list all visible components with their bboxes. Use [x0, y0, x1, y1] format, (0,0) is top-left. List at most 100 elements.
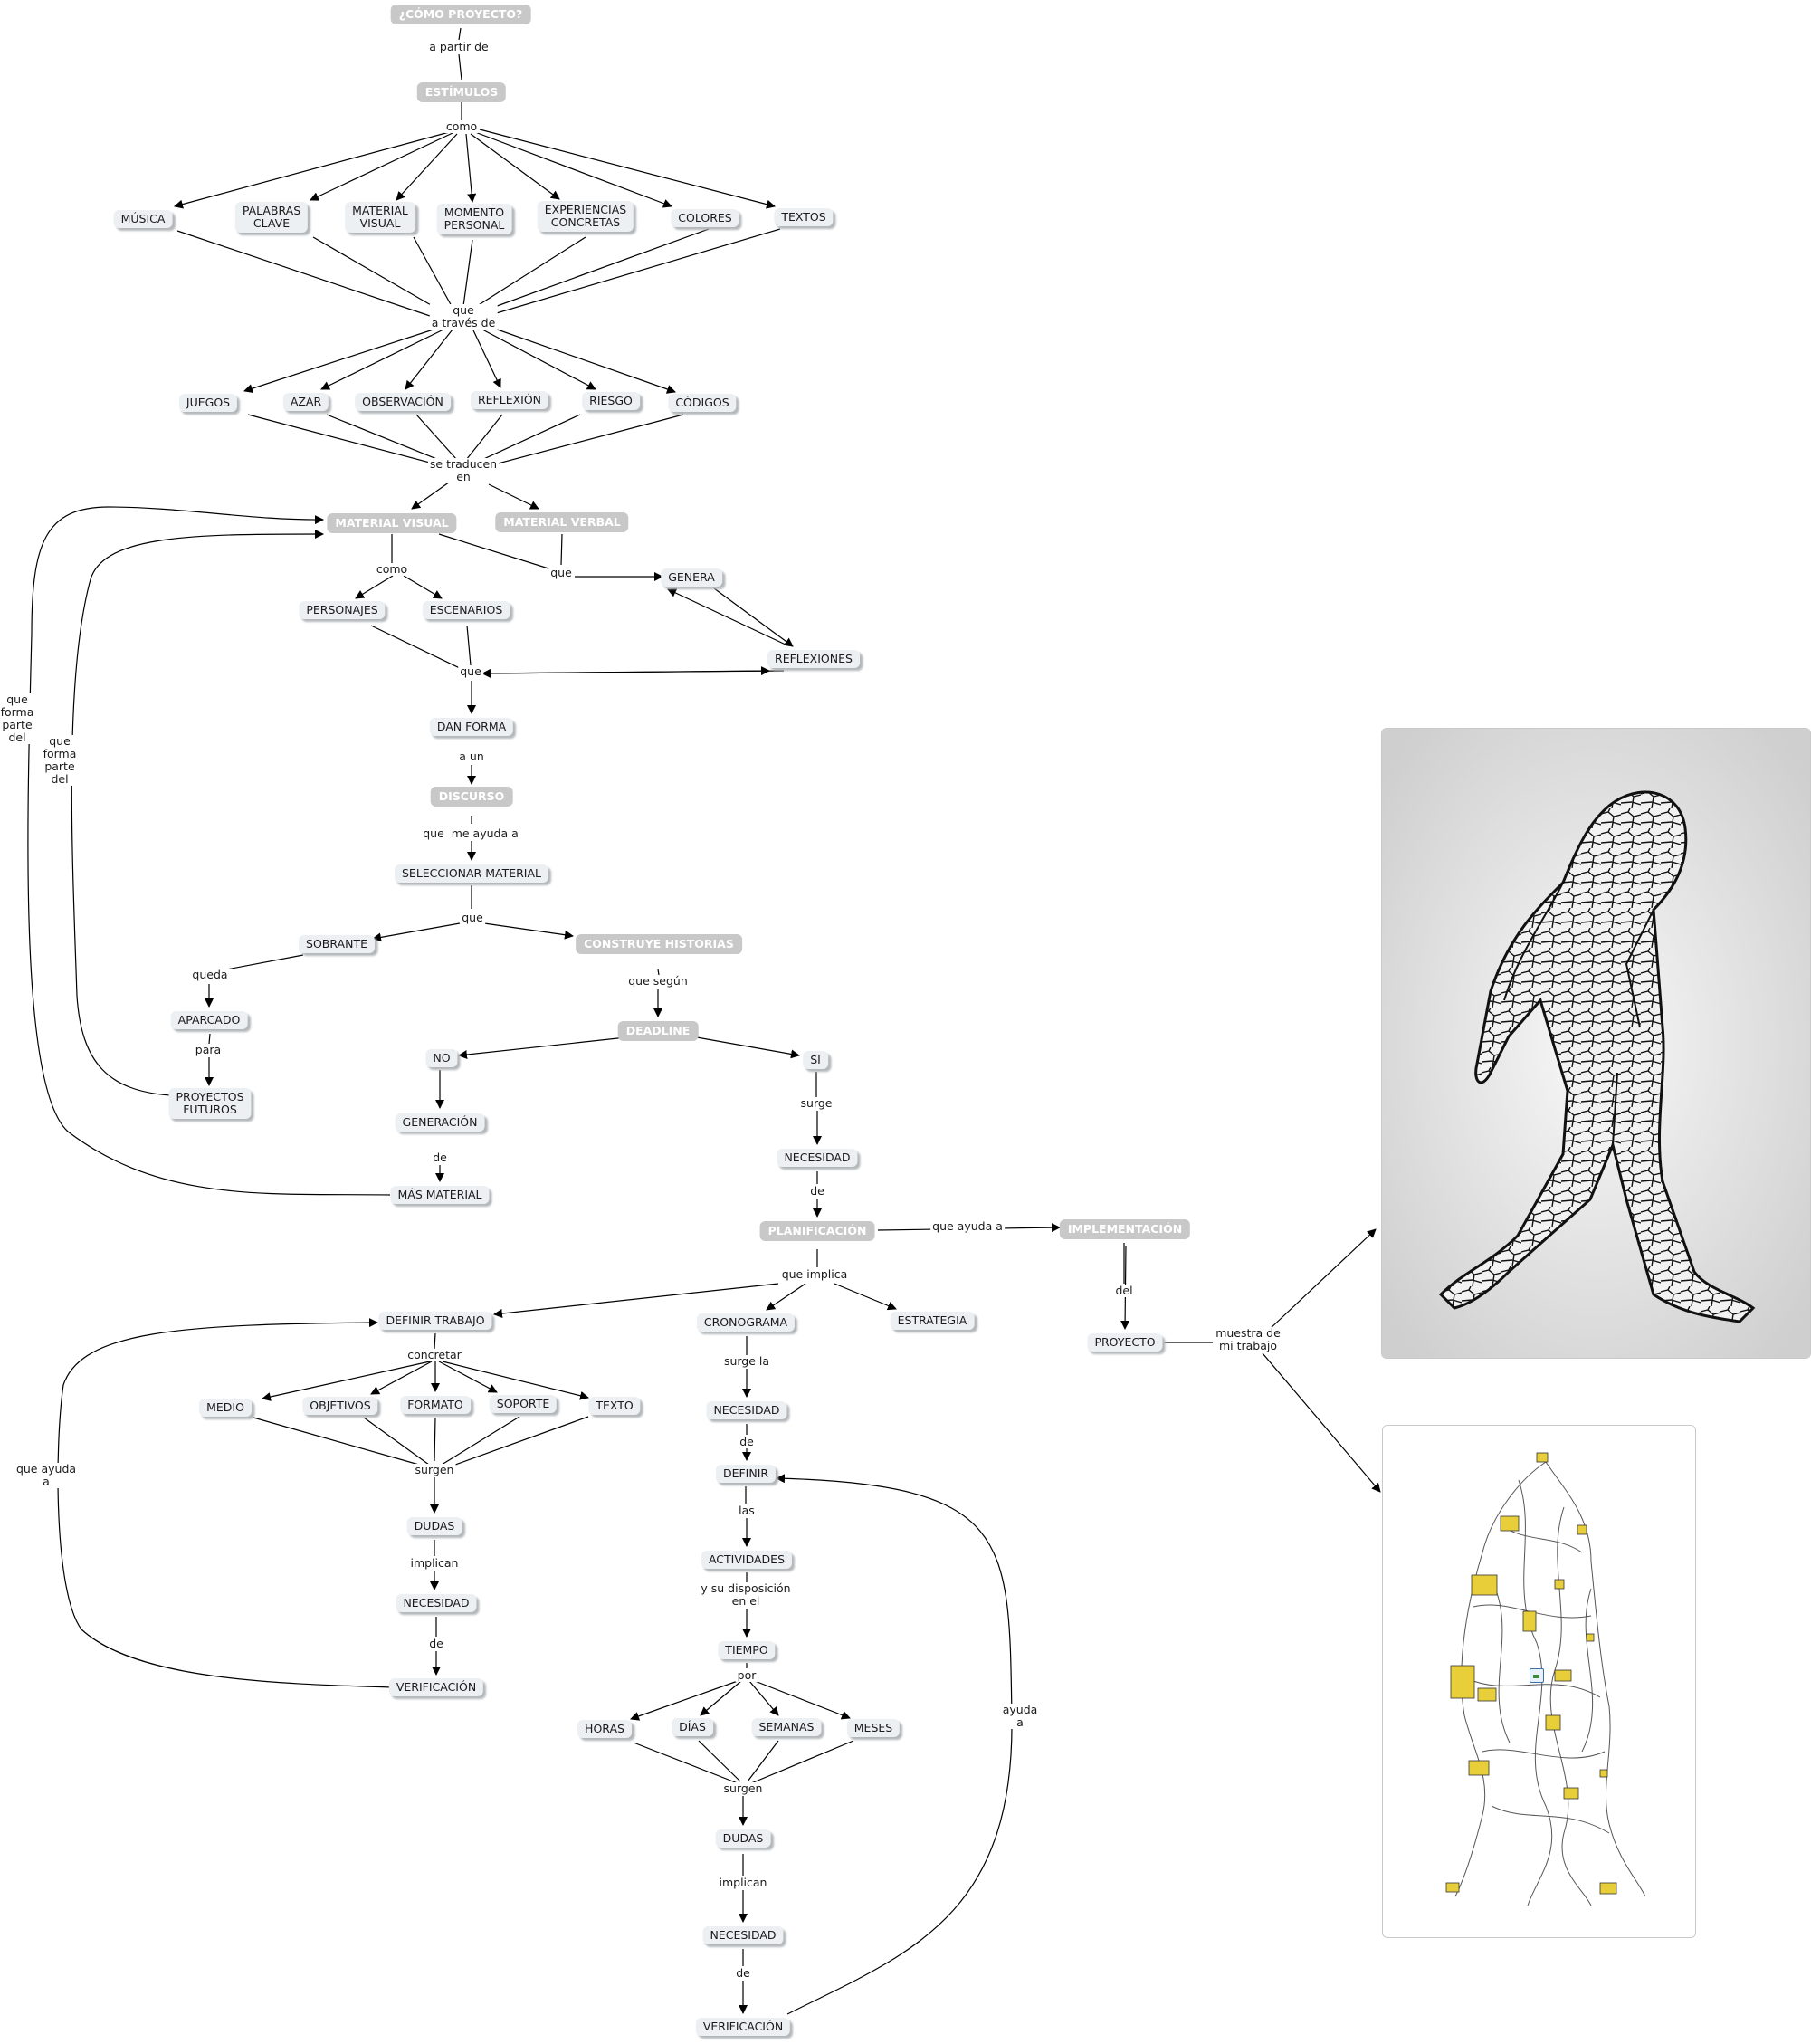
concept-dan-forma[interactable]: DAN FORMA [429, 718, 514, 736]
link-label-como1: como [443, 119, 480, 133]
concept-textos[interactable]: TEXTOS [774, 208, 834, 226]
concept-observacion[interactable]: OBSERVACIÓN [355, 393, 451, 411]
connector-arrow-57 [243, 327, 440, 393]
concept-cronograma[interactable]: CRONOGRAMA [696, 1313, 796, 1332]
concept-colores[interactable]: COLORES [671, 209, 739, 227]
concept-mas-material[interactable]: MÁS MATERIAL [390, 1186, 490, 1204]
cracked-walking-figure-image [1382, 729, 1810, 1358]
concept-personajes[interactable]: PERSONAJES [299, 601, 386, 619]
connector-arrow-88 [1267, 1228, 1377, 1332]
concept-estimulos[interactable]: ESTÍMULOS [416, 82, 507, 102]
link-label-que-traves: que a través de [429, 303, 498, 330]
connector-line-20 [466, 625, 472, 666]
concept-juegos[interactable]: JUEGOS [178, 394, 238, 412]
connector-line-4 [312, 236, 444, 313]
concept-seleccionar[interactable]: SELECCIONAR MATERIAL [394, 864, 549, 883]
connector-arrow-96 [438, 1361, 498, 1393]
concept-deadline[interactable]: DEADLINE [617, 1021, 699, 1041]
concept-necesidad1[interactable]: NECESIDAD [777, 1149, 858, 1167]
concept-genera[interactable]: GENERA [661, 568, 722, 587]
connector-line-46 [747, 1740, 779, 1782]
concept-reflexion[interactable]: REFLEXIÓN [470, 391, 549, 409]
concept-definir[interactable]: DEFINIR [715, 1465, 777, 1483]
connector-arrow-97 [442, 1361, 589, 1400]
connector-arrow-61 [481, 329, 596, 390]
concept-reflexiones[interactable]: REFLEXIONES [767, 650, 860, 668]
connector-arrow-60 [472, 330, 501, 388]
concept-necesidad-l[interactable]: NECESIDAD [396, 1594, 477, 1612]
connector-line-32 [253, 1417, 426, 1467]
concept-dias[interactable]: DÍAS [672, 1718, 713, 1736]
connector-line-47 [750, 1740, 854, 1784]
connector-line-14 [477, 414, 581, 463]
concept-necesidad-r[interactable]: NECESIDAD [702, 1926, 784, 1944]
concept-construye[interactable]: CONSTRUYE HISTORIAS [576, 934, 742, 954]
connector-arrow-63 [411, 479, 453, 510]
concept-objetivos[interactable]: OBJETIVOS [302, 1397, 378, 1415]
concept-planificacion[interactable]: PLANIFICACIÓN [759, 1221, 875, 1241]
link-label-de1: de [431, 1151, 449, 1164]
link-label-que3: que [460, 911, 485, 924]
concept-proyecto[interactable]: PROYECTO [1087, 1333, 1163, 1352]
concept-formato[interactable]: FORMATO [400, 1396, 471, 1414]
link-label-por: por [735, 1668, 758, 1682]
concept-actividades[interactable]: ACTIVIDADES [701, 1551, 793, 1569]
connector-line-13 [465, 414, 503, 461]
concept-material-visual[interactable]: MATERIAL VISUAL [327, 513, 457, 533]
concept-no[interactable]: NO [425, 1049, 458, 1067]
concept-tiempo[interactable]: TIEMPO [718, 1641, 776, 1659]
concept-material-visual-s[interactable]: MATERIAL VISUAL [345, 202, 415, 233]
concept-palabras[interactable]: PALABRAS CLAVE [234, 202, 309, 233]
connector-arrow-81 [696, 1036, 800, 1059]
concept-codigos[interactable]: CÓDIGOS [668, 394, 737, 412]
concept-necesidad2[interactable]: NECESIDAD [706, 1401, 787, 1419]
concept-sobrante[interactable]: SOBRANTE [299, 935, 375, 953]
concept-azar[interactable]: AZAR [282, 393, 329, 411]
connector-arrow-58 [320, 329, 444, 390]
concept-como-proyecto[interactable]: ¿CÓMO PROYECTO? [390, 5, 531, 24]
connector-arrow-106 [700, 1680, 742, 1716]
concept-discurso[interactable]: DISCURSO [430, 787, 513, 807]
concept-escenarios[interactable]: ESCENARIOS [422, 601, 510, 619]
concept-estrategia[interactable]: ESTRATEGIA [890, 1312, 975, 1330]
concept-material-verbal[interactable]: MATERIAL VERBAL [495, 512, 629, 532]
concept-implementacion[interactable]: IMPLEMENTACIÓN [1059, 1219, 1191, 1239]
connector-arrow-68 [713, 587, 794, 647]
connector-arrow-52 [396, 133, 458, 201]
connector-arrow-56 [479, 129, 776, 209]
connector-line-12 [415, 414, 458, 461]
concept-verificacion-l[interactable]: VERIFICACIÓN [388, 1678, 484, 1696]
concept-momento[interactable]: MOMENTO PERSONAL [436, 204, 512, 234]
concept-dudas-l[interactable]: DUDAS [406, 1517, 462, 1535]
concept-experiencias[interactable]: EXPERIENCIAS CONCRETAS [537, 201, 634, 232]
link-label-que-ayuda-a: que ayuda a [930, 1219, 1005, 1233]
connector-arrow-53 [465, 133, 477, 203]
image-link-icon[interactable] [1530, 1668, 1544, 1683]
concept-si[interactable]: SI [803, 1051, 828, 1069]
concept-riesgo[interactable]: RIESGO [582, 392, 640, 410]
connector-curve-113 [71, 530, 324, 1096]
connector-curve-114 [57, 1318, 393, 1688]
concept-generacion[interactable]: GENERACIÓN [395, 1113, 485, 1132]
concept-dudas-r[interactable]: DUDAS [715, 1829, 771, 1848]
link-label-de4: de [738, 1435, 756, 1448]
connector-curve-115 [776, 1474, 1013, 2015]
connector-line-36 [434, 1417, 436, 1462]
concept-aparcado[interactable]: APARCADO [170, 1011, 248, 1029]
concept-texto[interactable]: TEXTO [588, 1397, 641, 1415]
concept-medio[interactable]: MEDIO [199, 1399, 252, 1417]
concept-semanas[interactable]: SEMANAS [751, 1718, 822, 1736]
concept-soporte[interactable]: SOPORTE [489, 1395, 558, 1413]
concept-musica[interactable]: MÚSICA [113, 210, 173, 228]
concept-meses[interactable]: MESES [846, 1719, 901, 1737]
concept-proyectos-futuros[interactable]: PROYECTOS FUTUROS [168, 1088, 252, 1119]
connector-arrow-55 [474, 131, 672, 208]
link-label-de2: de [808, 1184, 826, 1198]
connector-line-24 [208, 1033, 211, 1045]
concept-definir-trabajo[interactable]: DEFINIR TRABAJO [378, 1312, 492, 1330]
link-label-forma-parte2: que forma parte del [41, 734, 79, 786]
link-label-disposicion: y su disposición en el [699, 1581, 793, 1608]
concept-verificacion-r[interactable]: VERIFICACIÓN [695, 2018, 791, 2036]
link-label-que2: que [458, 664, 483, 678]
concept-horas[interactable]: HORAS [577, 1720, 632, 1738]
